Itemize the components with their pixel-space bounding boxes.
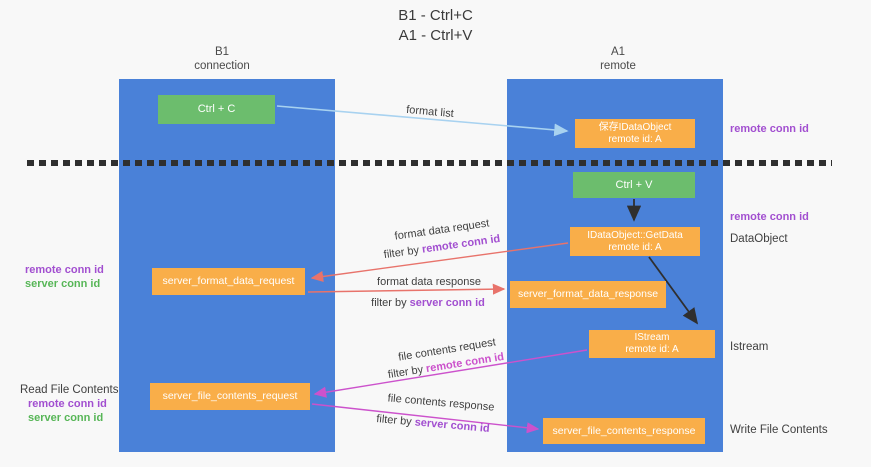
lane-header-b1: B1 connection (152, 45, 292, 73)
node-server-file-contents-request: server_file_contents_request (150, 383, 310, 410)
lane-a1-role: remote (600, 60, 636, 72)
node-getdata-line2: remote id: A (608, 241, 662, 253)
label-remote-conn-id-left-2: remote conn id (28, 398, 107, 410)
node-istream: IStream remote id: A (589, 330, 715, 358)
label-format-data-response: format data response (377, 276, 481, 288)
node-file-request-label: server_file_contents_request (162, 390, 298, 402)
label-format-list: format list (405, 103, 455, 121)
filter-by-text-1: filter by (383, 243, 423, 262)
node-ctrl-v: Ctrl + V (573, 172, 695, 198)
node-server-file-contents-response: server_file_contents_response (543, 418, 705, 444)
label-conn-ids-left-top: remote conn id server conn id (25, 263, 104, 291)
title-line-1: B1 - Ctrl+C (398, 7, 473, 24)
label-remote-conn-id-left-1: remote conn id (25, 264, 104, 276)
node-ctrl-v-label: Ctrl + V (615, 178, 653, 191)
node-istream-line2: remote id: A (625, 344, 679, 355)
label-conn-ids-left-bottom: Read File Contents remote conn id server… (20, 383, 118, 425)
lane-b1-role: connection (194, 60, 250, 72)
filter-by-text-4: filter by (375, 413, 416, 429)
label-server-conn-id-left-1: server conn id (25, 278, 101, 290)
phase-divider-dashed-line (27, 160, 832, 166)
lane-b1-name: B1 (214, 46, 230, 58)
label-format-data-response-filter: filter by server conn id (371, 297, 485, 309)
filter-by-text-3: filter by (387, 363, 428, 382)
node-file-response-label: server_file_contents_response (552, 424, 696, 437)
label-server-conn-id-left-2: server conn id (28, 412, 104, 424)
lane-header-a1: A1 remote (548, 45, 688, 73)
node-ctrl-c: Ctrl + C (158, 95, 275, 124)
node-save-idataobject-line1: 保存IDataObject (598, 121, 672, 133)
title-line-2: A1 - Ctrl+V (398, 27, 473, 44)
label-file-contents-response: file contents response (387, 392, 495, 414)
node-format-response-label: server_format_data_response (517, 288, 659, 300)
node-format-request-label: server_format_data_request (162, 275, 295, 287)
filter-by-text-2: filter by (371, 297, 410, 309)
arrow-format-data-response (307, 283, 506, 295)
label-write-file-contents: Write File Contents (730, 424, 828, 436)
node-server-format-data-response: server_format_data_response (510, 281, 666, 308)
label-istream: Istream (730, 341, 769, 353)
label-dataobject: DataObject (730, 233, 788, 245)
lane-a1-name: A1 (610, 46, 626, 58)
node-getdata-line1: IDataObject::GetData (587, 229, 683, 241)
node-istream-line1: IStream (634, 332, 670, 343)
label-read-file-contents: Read File Contents (20, 384, 119, 396)
node-server-format-data-request: server_format_data_request (152, 268, 305, 295)
filter-id-server-conn-2: server conn id (414, 416, 491, 435)
node-ctrl-c-label: Ctrl + C (197, 103, 236, 115)
node-save-idataobject-line2: remote id: A (608, 133, 662, 145)
node-save-idataobject: 保存IDataObject remote id: A (575, 119, 695, 148)
label-file-contents-response-filter: filter by server conn id (376, 413, 490, 435)
filter-id-server-conn-1: server conn id (409, 297, 485, 309)
label-remote-conn-id-mid-right: remote conn id (730, 211, 809, 223)
diagram-title: B1 - Ctrl+C A1 - Ctrl+V (0, 6, 871, 46)
node-idataobject-getdata: IDataObject::GetData remote id: A (570, 227, 700, 256)
label-remote-conn-id-top-right: remote conn id (730, 123, 809, 135)
